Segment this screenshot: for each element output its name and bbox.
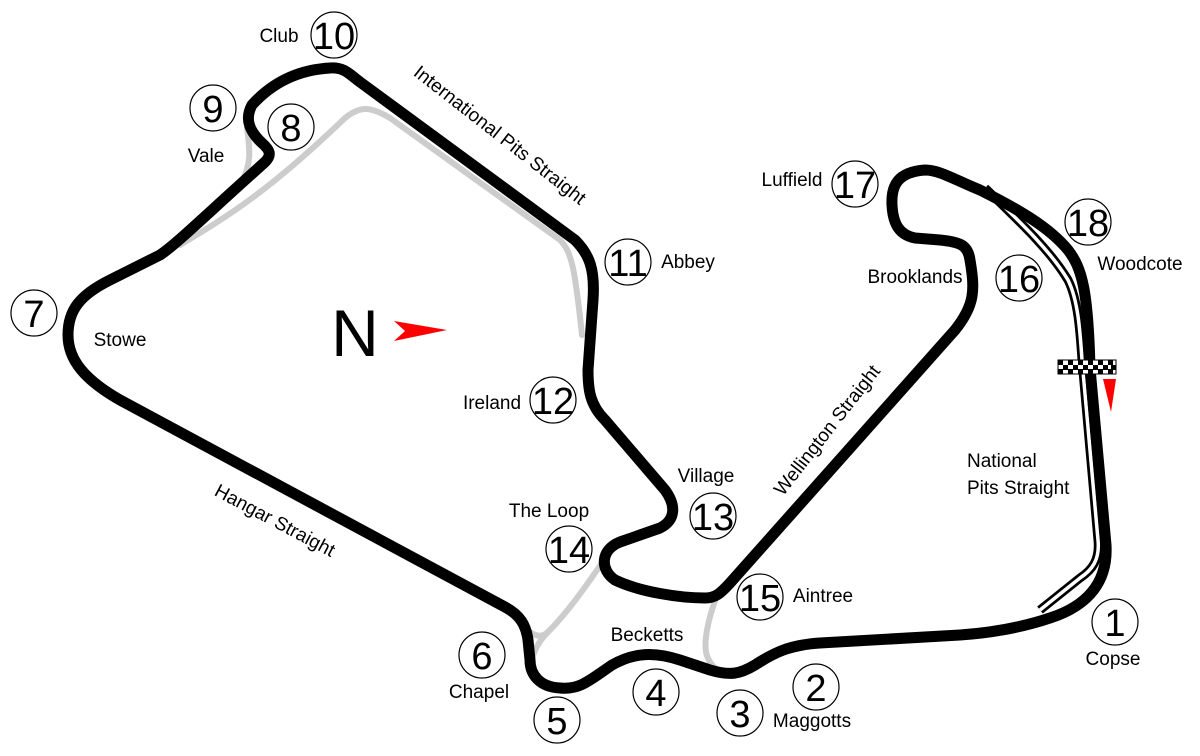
label-luffield: Luffield <box>762 170 823 191</box>
svg-text:14: 14 <box>548 530 590 572</box>
corner-10: 10 <box>310 11 358 59</box>
corner-13: 13 <box>689 492 737 540</box>
corner-8: 8 <box>267 103 315 151</box>
direction-arrow-icon <box>1103 379 1116 412</box>
svg-text:16: 16 <box>998 259 1040 301</box>
svg-text:6: 6 <box>471 636 492 678</box>
corner-4: 4 <box>632 668 680 716</box>
svg-text:3: 3 <box>729 694 750 736</box>
svg-text:7: 7 <box>23 294 44 336</box>
svg-text:1: 1 <box>1104 603 1125 645</box>
label-brooklands: Brooklands <box>867 267 962 288</box>
corner-15: 15 <box>736 573 784 621</box>
svg-text:12: 12 <box>532 381 574 423</box>
svg-text:13: 13 <box>692 497 734 539</box>
label-chapel: Chapel <box>449 682 509 703</box>
corner-11: 11 <box>604 238 652 286</box>
corner-1: 1 <box>1091 598 1139 646</box>
label-maggotts: Maggotts <box>773 711 851 732</box>
label-ireland: Ireland <box>463 393 521 414</box>
corner-18: 18 <box>1064 198 1112 246</box>
label-the-loop: The Loop <box>509 501 589 522</box>
label-village: Village <box>678 466 735 487</box>
corner-2: 2 <box>792 663 840 711</box>
label-aintree: Aintree <box>793 586 853 607</box>
label-club: Club <box>259 26 298 47</box>
svg-text:2: 2 <box>805 668 826 710</box>
svg-text:15: 15 <box>739 578 781 620</box>
corner-6: 6 <box>458 631 506 679</box>
corner-5: 5 <box>533 696 581 744</box>
svg-text:8: 8 <box>280 108 301 150</box>
label-national-pits-line2: Pits Straight <box>967 478 1070 499</box>
label-becketts: Becketts <box>611 625 684 646</box>
svg-text:18: 18 <box>1067 203 1109 245</box>
label-national-pits-line1: National <box>967 451 1037 472</box>
svg-text:10: 10 <box>313 16 355 58</box>
svg-text:4: 4 <box>645 673 666 715</box>
pit-lane <box>981 184 1103 614</box>
label-stowe: Stowe <box>94 330 147 351</box>
label-woodcote: Woodcote <box>1097 254 1182 275</box>
svg-text:9: 9 <box>202 89 223 131</box>
north-label: N <box>331 296 379 370</box>
label-hangar-straight: Hangar Straight <box>211 481 339 562</box>
main-track <box>62 62 1112 694</box>
corner-7: 7 <box>10 289 58 337</box>
corner-3: 3 <box>716 689 764 737</box>
corner-17: 17 <box>831 160 879 208</box>
corner-12: 12 <box>529 376 577 424</box>
label-copse: Copse <box>1086 649 1141 670</box>
svg-text:11: 11 <box>608 243 647 285</box>
corner-9: 9 <box>189 84 237 132</box>
svg-text:17: 17 <box>834 165 876 207</box>
label-vale: Vale <box>188 146 225 167</box>
north-arrow-icon <box>394 321 447 341</box>
corner-16: 16 <box>995 254 1043 302</box>
label-abbey: Abbey <box>661 252 715 273</box>
svg-text:5: 5 <box>546 701 567 743</box>
corner-14: 14 <box>545 525 593 573</box>
start-finish-line <box>1057 359 1117 375</box>
